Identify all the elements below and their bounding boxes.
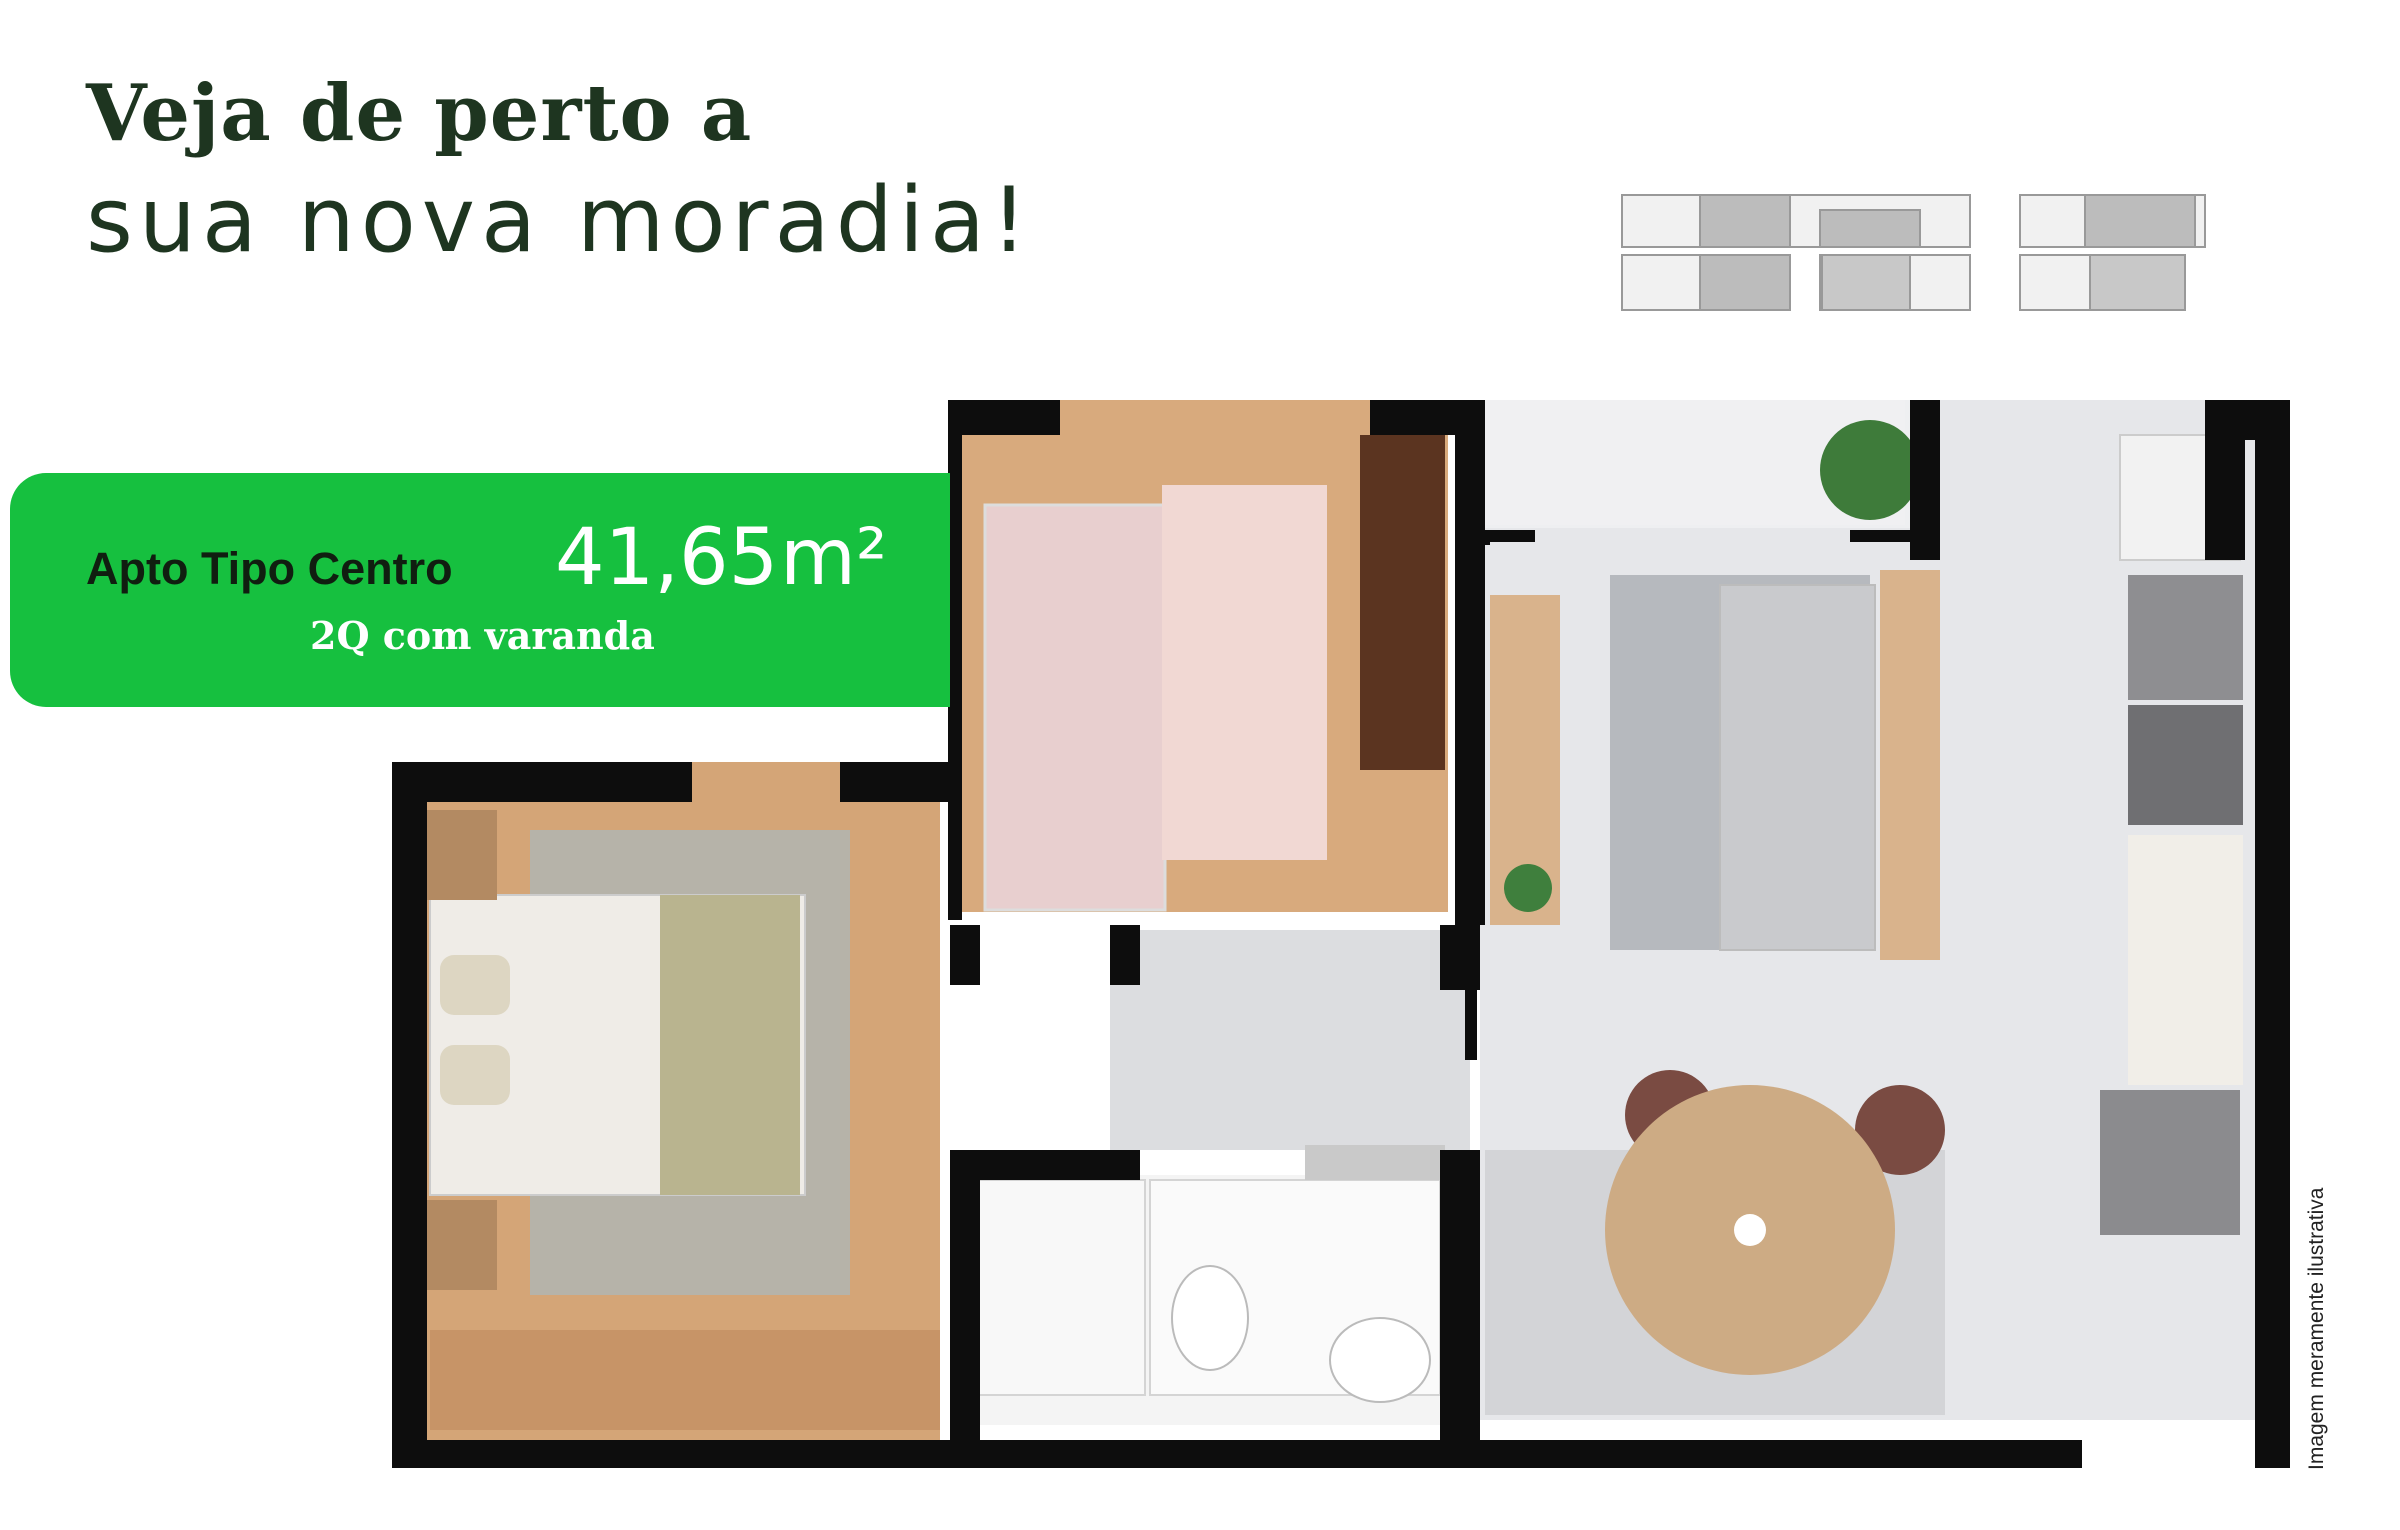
unit-subtitle: 2Q com varanda bbox=[310, 613, 655, 658]
master-bedroom bbox=[427, 810, 940, 1430]
walls bbox=[392, 400, 2290, 1468]
heading-line-1: Veja de perto a bbox=[86, 68, 753, 159]
dining-area bbox=[1485, 1070, 1945, 1415]
building-key-plan bbox=[1621, 194, 2206, 311]
living-room bbox=[1490, 570, 1940, 960]
unit-type-label: Apto Tipo Centro bbox=[86, 543, 453, 594]
balcony bbox=[1480, 400, 1920, 525]
unit-area-unit: m² bbox=[780, 513, 888, 603]
illustration-disclaimer: Imagem meramente ilustrativa bbox=[2305, 1187, 2328, 1470]
unit-info-badge: Apto Tipo Centro 41,65 m² 2Q com varanda bbox=[10, 473, 950, 707]
bathroom bbox=[964, 1145, 1445, 1403]
unit-area-value: 41,65 bbox=[555, 513, 779, 603]
heading-line-2: sua nova moradia! bbox=[86, 168, 1034, 273]
second-bedroom bbox=[983, 435, 1445, 912]
